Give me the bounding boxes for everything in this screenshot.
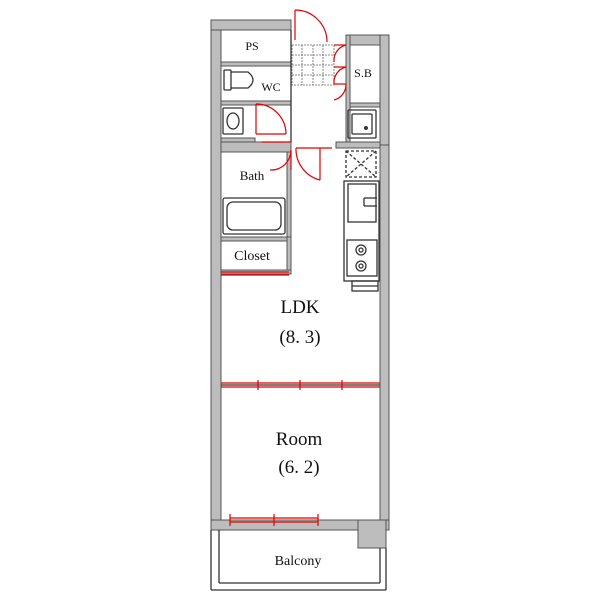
label-balcony: Balcony (275, 554, 322, 569)
doors-windows (221, 9, 380, 526)
wall-right-upper (379, 34, 390, 146)
closet-door-icon (221, 271, 289, 276)
wall-top-left (210, 19, 292, 31)
wall-bottom (210, 519, 390, 531)
label-ldk: LDK (280, 297, 319, 318)
bath-door-icon (262, 141, 292, 171)
wall-bath-top (220, 141, 292, 153)
label-bath: Bath (240, 168, 265, 183)
wall-sb-bottom (349, 102, 381, 108)
ldk-door-icon (295, 147, 332, 181)
label-room: Room (276, 429, 323, 450)
entrance-door-icon (294, 9, 328, 43)
label-sb: S.B (354, 66, 372, 80)
washer-pan-icon (347, 109, 377, 139)
sb-door-icon (333, 44, 347, 101)
wall-kitchen-top (335, 141, 381, 149)
range-hood-icon (351, 280, 379, 292)
label-room-size: (6. 2) (278, 457, 319, 478)
wall-sink-bottom (220, 137, 256, 143)
wall-closet-right (286, 236, 292, 274)
fridge-space-icon (345, 150, 377, 178)
balcony-corner (357, 519, 387, 549)
wall-left-top (210, 19, 222, 531)
wall-ps-bottom (220, 61, 292, 67)
wc-door-icon (255, 103, 287, 135)
entrance-tile (291, 44, 335, 86)
wall-right-main (379, 144, 390, 531)
toilet-icon (223, 69, 254, 91)
label-closet: Closet (234, 249, 270, 264)
bathtub-icon (222, 197, 286, 235)
walls (210, 19, 390, 549)
stove-icon (346, 239, 378, 277)
room-labels: PS WC S.B Bath Closet LDK (8. 3) Room (6… (234, 39, 372, 569)
room-sliding-door-icon (221, 380, 380, 390)
balcony-window-icon (229, 514, 319, 526)
wall-closet-top (220, 236, 292, 242)
fixtures (222, 69, 380, 292)
label-ps: PS (245, 39, 258, 53)
kitchen-counter-icon (343, 180, 380, 282)
label-ldk-size: (8. 3) (279, 327, 320, 348)
label-wc: WC (261, 80, 280, 94)
washbasin-icon (222, 107, 244, 135)
